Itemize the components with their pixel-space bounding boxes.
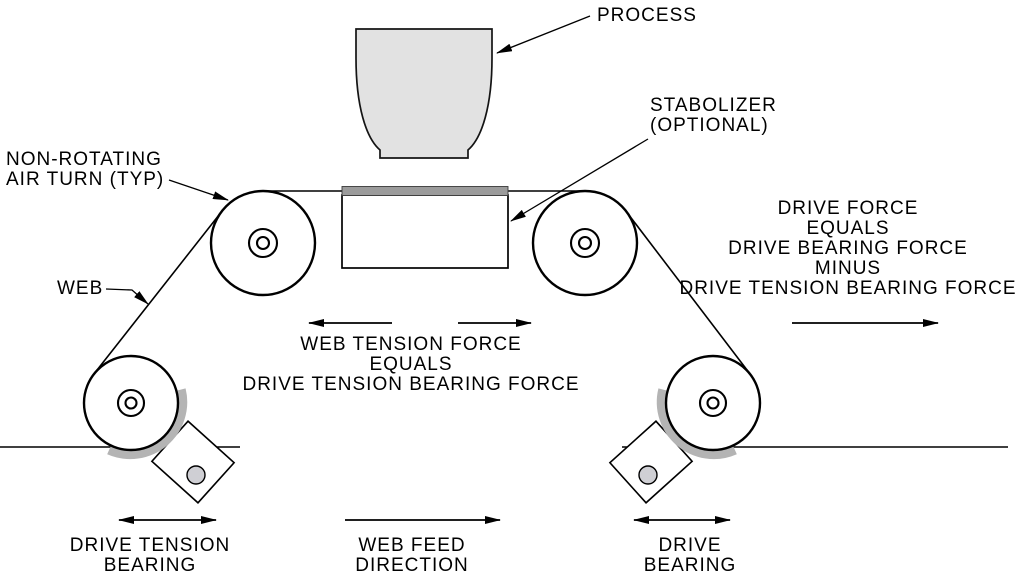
- web-feed-direction-label-line1: WEB FEED: [358, 535, 466, 556]
- bearing-band-left: [107, 388, 188, 460]
- drive-bearing-label-line1: DRIVE: [658, 535, 722, 556]
- stabilizer-label-line1: STABOLIZER: [650, 95, 777, 116]
- web-path-right: [624, 209, 750, 374]
- web-label: WEB: [57, 278, 104, 299]
- drive-force-equation-line2: EQUALS: [806, 218, 890, 239]
- web-tension-equation-line2: EQUALS: [369, 354, 453, 375]
- drive-force-equation-line4: MINUS: [814, 258, 882, 279]
- web-feed-direction-label-line2: DIRECTION: [355, 555, 469, 576]
- stabilizer-body: [341, 194, 509, 269]
- web-path-left: [94, 209, 224, 374]
- drive-tension-bearing-label: DRIVE TENSION BEARING: [70, 536, 230, 576]
- drive-force-equation: DRIVE FORCE EQUALS DRIVE BEARING FORCE M…: [679, 199, 1016, 299]
- web-tension-equation-line1: WEB TENSION FORCE: [300, 334, 522, 355]
- air-turn-roller-right: [531, 189, 639, 297]
- stabilizer-label: STABOLIZER (OPTIONAL): [650, 96, 777, 136]
- process-label: PROCESS: [597, 5, 697, 26]
- air-turn-label-line2: AIR TURN (TYP): [6, 169, 165, 190]
- stabilizer-label-line2: (OPTIONAL): [650, 115, 769, 136]
- drive-roller: [664, 354, 762, 452]
- process-pointer: [496, 15, 591, 54]
- drive-bearing-label: DRIVE BEARING: [644, 536, 737, 576]
- drive-force-equation-line1: DRIVE FORCE: [777, 198, 919, 219]
- drive-roller-axle: [706, 396, 720, 410]
- drive-tension-roller: [82, 354, 180, 452]
- drive-force-equation-line3: DRIVE BEARING FORCE: [728, 238, 968, 259]
- stabilizer-plate: [341, 186, 509, 196]
- web-tension-equation: WEB TENSION FORCE EQUALS DRIVE TENSION B…: [242, 335, 579, 395]
- pivot-left: [186, 465, 206, 485]
- air-turn-label-line1: NON-ROTATING: [6, 149, 162, 170]
- air-turn-label: NON-ROTATING AIR TURN (TYP): [6, 150, 164, 190]
- air-turn-roller-right-axle: [577, 235, 593, 251]
- drive-force-equation-line5: DRIVE TENSION BEARING FORCE: [679, 278, 1017, 299]
- web-feed-direction-label: WEB FEED DIRECTION: [355, 536, 469, 576]
- drive-tension-roller-axle: [124, 396, 138, 410]
- drive-tension-bearing-label-line1: DRIVE TENSION: [69, 535, 231, 556]
- process-block: [355, 28, 493, 159]
- air-turn-pointer: [168, 179, 229, 201]
- bearing-band-right: [656, 388, 737, 460]
- stabilizer-pointer: [510, 138, 649, 222]
- web-tension-equation-line3: DRIVE TENSION BEARING FORCE: [242, 374, 580, 395]
- drive-tension-bearing-label-line2: BEARING: [103, 555, 197, 576]
- air-turn-roller-left-axle: [255, 235, 271, 251]
- drive-bearing-label-line2: BEARING: [643, 555, 737, 576]
- web-pointer: [105, 288, 149, 305]
- pivot-right: [638, 465, 658, 485]
- air-turn-roller-left: [209, 189, 317, 297]
